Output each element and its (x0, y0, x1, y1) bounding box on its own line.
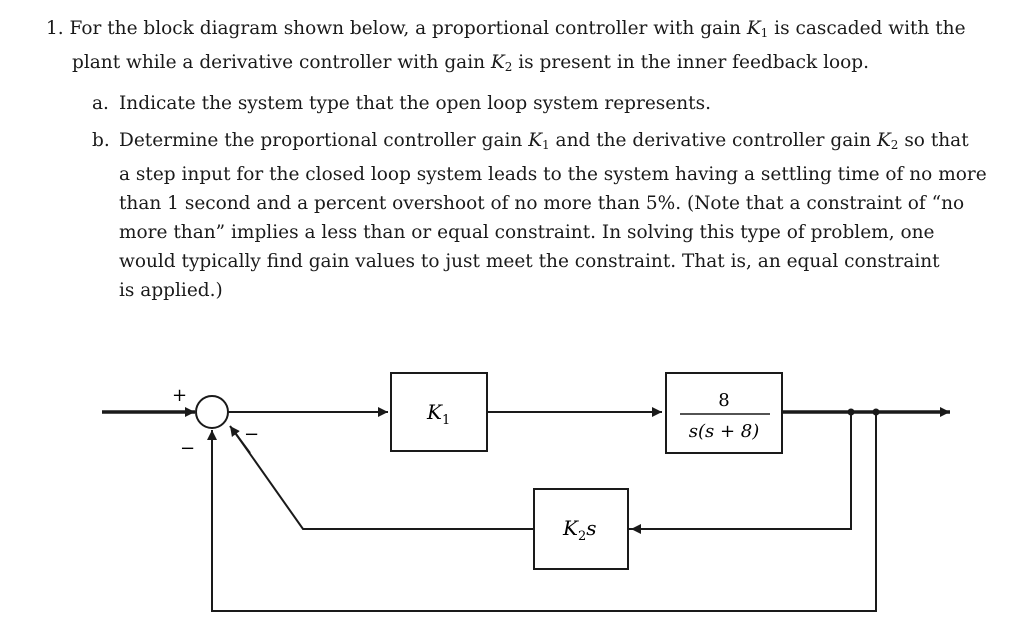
intro-text-2b: is present in the inner feedback loop. (512, 52, 869, 73)
minus-sign-outer: − (180, 438, 195, 459)
intro-text-1b: is cascaded with the (768, 18, 966, 39)
derivative-controller-block (533, 488, 629, 570)
part-b-line-2: a step input for the closed loop system … (119, 164, 987, 185)
plant-numerator: 8 (718, 390, 729, 411)
part-a-text: Indicate the system type that the open l… (119, 93, 711, 114)
summing-junction (195, 395, 229, 429)
proportional-controller-block (390, 372, 488, 452)
part-b-line-5: would typically find gain values to just… (119, 251, 940, 272)
derivative-feedback-arrow (229, 425, 251, 454)
problem-statement: 1. For the block diagram shown below, a … (46, 14, 966, 82)
plant-denominator: s(s + 8) (689, 421, 760, 442)
part-b-line-6: is applied.) (119, 280, 223, 301)
gain-k2-subscript: 2 (504, 60, 513, 74)
part-a: a. Indicate the system type that the ope… (92, 89, 952, 118)
part-b-label: b. (92, 130, 110, 151)
part-b-text-1a: Determine the proportional controller ga… (119, 130, 529, 151)
intro-text-2a: plant while a derivative controller with… (72, 52, 491, 73)
part-a-label: a. (92, 93, 109, 114)
problem-intro-line-1: 1. For the block diagram shown below, a … (46, 14, 966, 48)
gain-k2-symbol: K (876, 130, 891, 151)
gain-k1-symbol: K (528, 130, 543, 151)
derivative-feedback-line (235, 433, 534, 530)
part-b-line-4: more than” implies a less than or equal … (119, 222, 935, 243)
problem-number: 1. (46, 18, 64, 39)
gain-k1-subscript: 1 (542, 138, 550, 152)
minus-sign-inner: − (244, 424, 259, 445)
part-b-line-3: than 1 second and a percent overshoot of… (119, 193, 965, 214)
part-b-text-1b: and the derivative controller gain (549, 130, 877, 151)
part-b: b. Determine the proportional controller… (92, 126, 987, 305)
gain-k1-symbol: K (746, 18, 761, 39)
problem-intro-line-2: plant while a derivative controller with… (46, 48, 956, 82)
plus-sign: + (172, 385, 187, 406)
part-b-text-1c: so that (898, 130, 969, 151)
controller-gain-label: K1 (426, 400, 450, 428)
part-b-line-1: Determine the proportional controller ga… (119, 126, 969, 160)
intro-text-1a: For the block diagram shown below, a pro… (69, 18, 747, 39)
gain-k1-subscript: 1 (760, 26, 769, 40)
inner-feedback-line (628, 412, 852, 530)
gain-k2-symbol: K (490, 52, 505, 73)
gain-k2-subscript: 2 (890, 138, 899, 152)
feedback-gain-label: K2s (562, 516, 597, 544)
outer-feedback-line (211, 412, 877, 612)
